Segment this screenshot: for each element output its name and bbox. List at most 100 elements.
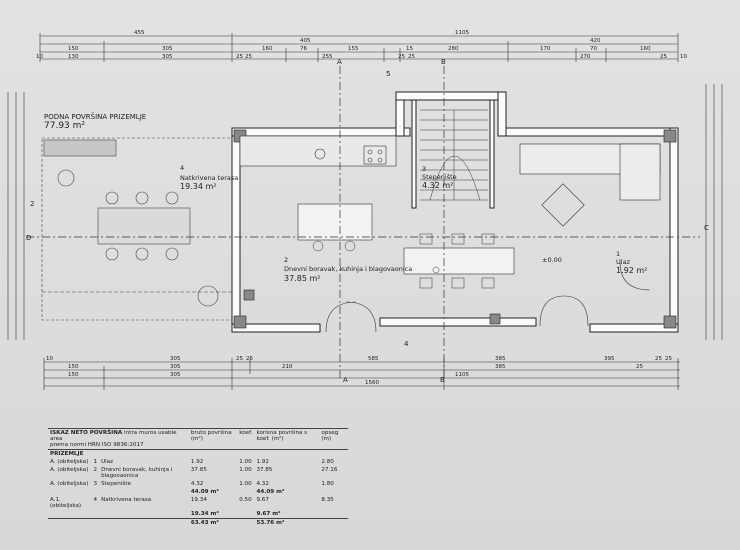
room-2-name: Dnevni boravak, kuhinja i blagovaonica bbox=[284, 265, 412, 273]
svg-text:25: 25 bbox=[408, 54, 415, 60]
cut-5: 5 bbox=[386, 70, 390, 78]
svg-text:280: 280 bbox=[448, 46, 459, 52]
section-c: C bbox=[704, 224, 709, 232]
wall-columns bbox=[233, 129, 677, 329]
svg-text:25: 25 bbox=[245, 54, 252, 60]
svg-text:25: 25 bbox=[236, 54, 243, 60]
svg-text:385: 385 bbox=[495, 356, 506, 362]
svg-text:305: 305 bbox=[170, 356, 181, 362]
svg-text:25: 25 bbox=[665, 356, 672, 362]
left-dimension-lines bbox=[7, 92, 25, 340]
island-stools bbox=[312, 240, 356, 252]
svg-text:305: 305 bbox=[170, 372, 181, 378]
svg-text:15: 15 bbox=[406, 46, 413, 52]
svg-text:395: 395 bbox=[604, 356, 615, 362]
room-2-area: 37.85 m² bbox=[284, 274, 320, 283]
col-opseg: opseg (m) bbox=[319, 428, 348, 450]
room-1-name: Ulaz bbox=[616, 258, 631, 266]
section-a-bottom: A bbox=[343, 376, 348, 384]
room-2-num: 2 bbox=[284, 256, 288, 264]
cut-4: 4 bbox=[404, 340, 409, 348]
section-lines bbox=[26, 66, 700, 378]
dining-table bbox=[403, 247, 515, 275]
table-subtitle: intra muros usable area bbox=[50, 430, 177, 442]
svg-text:25: 25 bbox=[398, 54, 405, 60]
bottom-dimension-lines bbox=[43, 358, 680, 390]
svg-text:585: 585 bbox=[368, 356, 379, 362]
section-b-bottom: B bbox=[440, 376, 445, 384]
svg-text:10: 10 bbox=[46, 356, 53, 362]
svg-text:210: 210 bbox=[282, 364, 293, 370]
level-mark: ±0.00 bbox=[542, 256, 562, 264]
svg-text:70: 70 bbox=[590, 46, 597, 52]
svg-text:155: 155 bbox=[348, 46, 359, 52]
floor-area-label: PODNA POVRŠINA PRIZEMLJE 77.93 m² bbox=[44, 113, 146, 131]
svg-text:1105: 1105 bbox=[455, 372, 469, 378]
svg-text:150: 150 bbox=[68, 372, 79, 378]
section-a-top: A bbox=[337, 58, 342, 66]
top-dimension-lines bbox=[39, 33, 679, 62]
kitchen-counter bbox=[239, 135, 397, 167]
room-4-name: Natkrivena terasa bbox=[180, 174, 238, 182]
svg-text:385: 385 bbox=[495, 364, 506, 370]
svg-text:255: 255 bbox=[322, 54, 333, 60]
room-1-area: 1.92 m² bbox=[616, 266, 647, 275]
svg-text:10: 10 bbox=[36, 54, 43, 60]
table-section: PRIZEMLJE bbox=[50, 451, 84, 457]
svg-text:170: 170 bbox=[540, 46, 551, 52]
svg-text:1560: 1560 bbox=[365, 380, 379, 386]
room-4-num: 4 bbox=[180, 164, 184, 172]
terrace-area bbox=[41, 137, 233, 321]
room-3-num: 3 bbox=[422, 165, 426, 173]
svg-text:160: 160 bbox=[262, 46, 273, 52]
floor-area-title: PODNA POVRŠINA PRIZEMLJE bbox=[44, 113, 147, 121]
entrance-doors bbox=[325, 261, 651, 333]
room-3-area: 4.32 m² bbox=[422, 181, 453, 190]
section-b-top: B bbox=[441, 58, 446, 66]
svg-text:25: 25 bbox=[246, 356, 253, 362]
top-dim-420: 420 bbox=[590, 38, 601, 44]
floor-area-value: 77.93 m² bbox=[44, 121, 86, 131]
table-title: ISKAZ NETO POVRŠINA bbox=[50, 430, 123, 436]
svg-text:25: 25 bbox=[660, 54, 667, 60]
net-area-table: ISKAZ NETO POVRŠINA intra muros usable a… bbox=[48, 428, 348, 527]
svg-text:25: 25 bbox=[236, 356, 243, 362]
svg-text:305: 305 bbox=[170, 364, 181, 370]
top-dim-405: 405 bbox=[300, 38, 311, 44]
svg-text:305: 305 bbox=[162, 54, 173, 60]
outer-walls bbox=[231, 91, 679, 333]
section-d: D bbox=[26, 234, 31, 242]
kitchen-island bbox=[297, 203, 373, 241]
table-norm: prema normi HRN ISO 9836:2017 bbox=[50, 442, 144, 448]
svg-text:270: 270 bbox=[580, 54, 591, 60]
room-4-area: 19.34 m² bbox=[180, 182, 216, 191]
living-furniture bbox=[519, 143, 661, 227]
svg-text:130: 130 bbox=[68, 54, 79, 60]
svg-text:25: 25 bbox=[636, 364, 643, 370]
col-area: bruto površina (m²) bbox=[188, 428, 238, 450]
top-dim-1105: 1105 bbox=[455, 30, 469, 36]
col-koef-area: korisna površina s koef. (m²) bbox=[254, 428, 320, 450]
staircase bbox=[420, 109, 488, 201]
svg-text:150: 150 bbox=[68, 364, 79, 370]
dining-chairs bbox=[419, 233, 495, 289]
cut-2: 2 bbox=[30, 200, 34, 208]
room-3-name: Stepenište bbox=[422, 173, 457, 181]
top-dim-455: 455 bbox=[134, 30, 145, 36]
svg-text:10: 10 bbox=[680, 54, 687, 60]
svg-text:25: 25 bbox=[655, 356, 662, 362]
right-dimension-lines bbox=[705, 84, 723, 340]
svg-text:160: 160 bbox=[640, 46, 651, 52]
col-koef: koef. bbox=[237, 428, 255, 450]
svg-text:150: 150 bbox=[68, 46, 79, 52]
svg-text:76: 76 bbox=[300, 46, 307, 52]
